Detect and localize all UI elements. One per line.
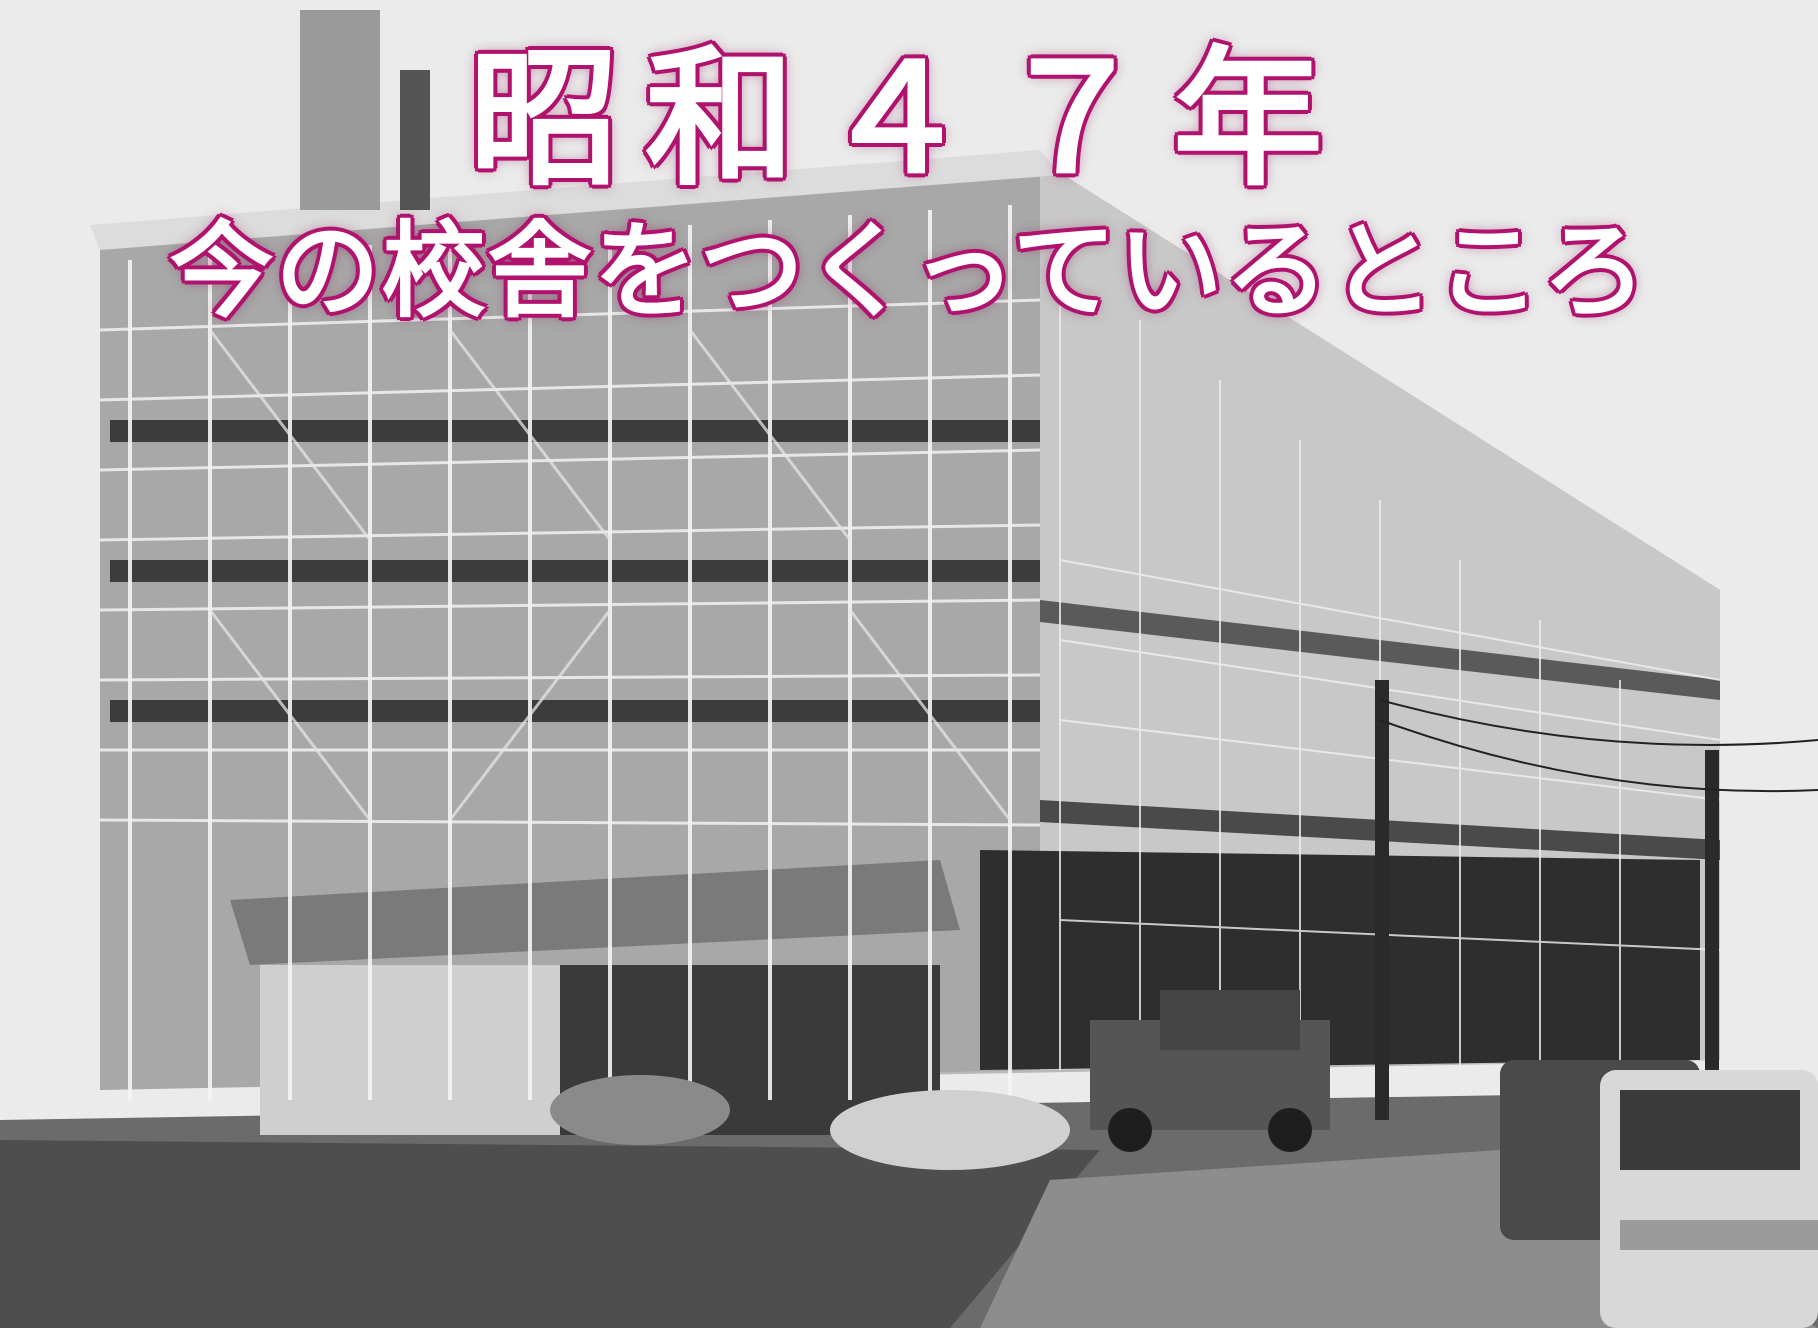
caption-description: 今の校舎をつくっているところ xyxy=(169,210,1649,332)
caption-year: 昭和４７年 xyxy=(468,33,1349,207)
